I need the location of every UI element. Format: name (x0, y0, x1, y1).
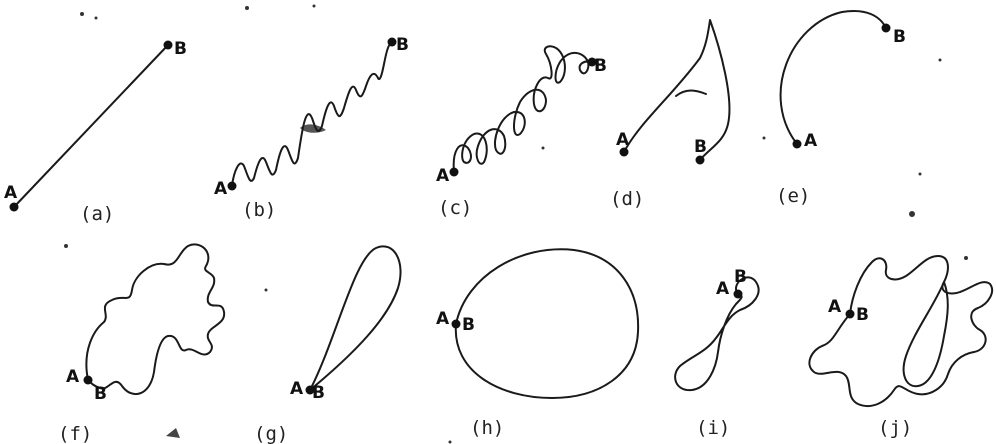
point-f-start (83, 375, 93, 385)
panel-j: A B (j) (808, 255, 994, 439)
caption-g: (g) (254, 423, 288, 444)
point-b-end (387, 37, 397, 47)
curve-g (309, 245, 402, 391)
label-b-end: B (396, 35, 409, 55)
label-g-start: A (290, 379, 304, 399)
point-a-start (9, 202, 19, 212)
panel-a: A B (a) (4, 39, 187, 225)
caption-a: (a) (80, 203, 114, 225)
panel-d: A B (d) (610, 19, 731, 210)
point-c-start (449, 167, 459, 177)
label-c-start: A (436, 166, 450, 186)
panel-c: A B (c) (436, 45, 607, 219)
label-f-end: B (94, 384, 107, 404)
point-d-start (619, 147, 629, 157)
panel-h: A B (h) (436, 248, 640, 439)
panel-e: A B (e) (776, 10, 906, 207)
panel-b: A B (b) (214, 35, 409, 221)
label-j-end: B (856, 305, 869, 325)
caption-b: (b) (242, 199, 276, 221)
label-g-end: B (312, 383, 325, 403)
curve-e (779, 10, 887, 145)
point-e-start (792, 139, 802, 149)
point-b-start (227, 181, 237, 191)
label-f-start: A (66, 367, 80, 387)
point-c-end (587, 57, 597, 67)
label-j-start: A (828, 297, 842, 317)
label-h-end: B (462, 315, 475, 335)
curve-d-overlap (675, 89, 707, 97)
label-h-start: A (436, 309, 450, 329)
curve-a (13, 44, 169, 208)
curve-i (674, 276, 760, 392)
point-i-start (733, 289, 743, 299)
caption-f: (f) (58, 423, 92, 444)
point-d-end (695, 155, 705, 165)
scan-noise (64, 4, 968, 444)
label-i-end: B (734, 267, 747, 287)
caption-e: (e) (776, 185, 810, 207)
point-g-start (305, 385, 315, 395)
label-e-start: A (804, 131, 818, 151)
caption-h: (h) (470, 417, 504, 439)
label-d-start: A (616, 130, 630, 150)
point-a-end (163, 40, 173, 50)
label-b-start: A (214, 179, 228, 199)
curve-b (231, 41, 393, 187)
caption-i: (i) (696, 417, 730, 439)
curve-d (623, 19, 731, 161)
label-c-end: B (594, 56, 607, 76)
caption-c: (c) (438, 197, 472, 219)
panel-g: A B (g) (254, 245, 402, 444)
panel-f: A B (f) (58, 243, 226, 444)
label-i-start: A (716, 279, 730, 299)
curve-f (85, 243, 226, 396)
caption-j: (j) (878, 417, 912, 439)
point-h-start (451, 319, 461, 329)
label-a-start: A (4, 183, 18, 203)
point-e-end (881, 23, 891, 33)
curve-c (452, 45, 593, 173)
label-e-end: B (893, 27, 906, 47)
panel-i: A B (i) (674, 267, 760, 439)
curve-j-inner (902, 281, 949, 388)
curve-h (454, 248, 640, 399)
label-d-end: B (694, 137, 707, 157)
point-j-start (845, 309, 855, 319)
curve-j (808, 255, 994, 408)
caption-d: (d) (610, 188, 644, 210)
label-a-end: B (174, 39, 187, 59)
